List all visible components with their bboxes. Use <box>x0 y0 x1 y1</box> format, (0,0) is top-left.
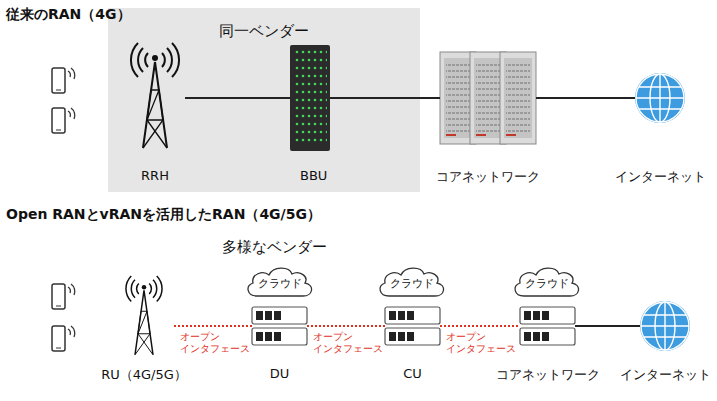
node-label: コアネットワーク <box>436 168 540 186</box>
interface-label: オープン インタフェース <box>313 331 383 354</box>
antenna-tower <box>131 43 179 148</box>
node-label: コアネットワーク <box>496 366 600 384</box>
phone-icon <box>52 108 75 133</box>
core-servers <box>440 52 536 144</box>
open-interface-link <box>174 325 252 327</box>
vendor-band-ground <box>108 8 420 192</box>
equipment-node: RRH <box>125 35 185 161</box>
phone-icon <box>52 68 75 93</box>
equipment-node: RU（4G/5G） <box>114 274 174 354</box>
node-label: インターネット <box>615 168 706 186</box>
network-link <box>185 97 290 99</box>
network-link <box>536 97 635 99</box>
interface-label: オープン インタフェース <box>446 331 516 354</box>
section-heading: Open RANとvRANを活用したRAN（4G/5G） <box>6 206 321 224</box>
node-label: CU <box>403 366 422 381</box>
cloud-node: クラウド <box>377 266 447 298</box>
server-icon <box>520 307 575 345</box>
open-interface-link <box>440 325 520 327</box>
node-label: インターネット <box>620 366 711 384</box>
interface-label: オープン インタフェース <box>180 331 250 354</box>
equipment-node: コアネットワーク <box>440 52 536 144</box>
cloud-node: クラウド <box>245 266 315 298</box>
node-label: RU（4G/5G） <box>101 366 187 384</box>
equipment-node: DU <box>252 307 307 345</box>
equipment-node: インターネット <box>635 73 685 123</box>
globe-icon <box>640 301 690 351</box>
cloud-node: クラウド <box>512 266 582 298</box>
node-label: RRH <box>140 168 170 183</box>
network-link <box>575 325 640 327</box>
node-label: DU <box>270 366 290 381</box>
vendor-band: RRH BBU 同一ベンダー <box>108 8 420 192</box>
phone-icon <box>52 326 75 351</box>
cloud-label: クラウド <box>377 277 447 291</box>
equipment-node: コアネットワーク <box>520 307 575 345</box>
section-heading: 従来のRAN（4G） <box>6 6 131 24</box>
vendor-label: 同一ベンダー <box>108 22 420 41</box>
server-icon <box>252 307 307 345</box>
equipment-node: インターネット <box>640 301 690 351</box>
equipment-node: CU <box>385 307 440 345</box>
bbu-server <box>290 45 330 151</box>
cloud-label: クラウド <box>512 277 582 291</box>
antenna-tower <box>126 276 162 355</box>
phone-icon <box>52 284 75 309</box>
server-icon <box>385 307 440 345</box>
open-interface-link <box>307 325 385 327</box>
equipment-node: BBU <box>290 45 330 151</box>
node-label: BBU <box>300 168 320 183</box>
network-link <box>330 97 440 99</box>
cloud-label: クラウド <box>245 277 315 291</box>
globe-icon <box>635 73 685 123</box>
group-label: 多様なベンダー <box>222 238 327 257</box>
